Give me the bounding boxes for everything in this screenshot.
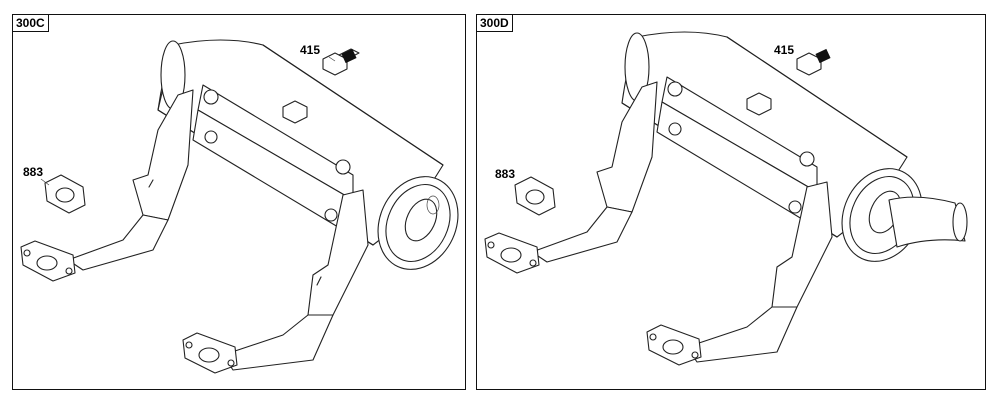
left-exhaust-flange <box>20 240 76 282</box>
callout-gasket: 883 <box>23 165 44 179</box>
mounting-bracket <box>192 84 354 231</box>
right-exhaust-flange <box>646 324 702 366</box>
muffler-end-cap <box>377 176 459 270</box>
gasket-part <box>44 174 86 214</box>
callout-gasket: 883 <box>495 167 516 181</box>
tailpipe-extension <box>888 196 968 248</box>
left-support-leg <box>67 89 194 271</box>
muffler-assembly-drawing <box>20 39 459 374</box>
bolt-part <box>322 48 360 76</box>
mounting-bracket <box>656 76 818 223</box>
panel-300c: 300C <box>12 14 466 390</box>
callout-bolt: 415 <box>300 43 321 57</box>
panel-label: 300D <box>477 15 513 32</box>
bolt-part <box>796 48 831 76</box>
right-support-leg <box>222 189 369 371</box>
left-support-leg <box>531 81 658 263</box>
right-exhaust-flange <box>182 332 238 374</box>
callout-bolt: 415 <box>774 43 795 57</box>
panel-300d: 300D <box>476 14 986 390</box>
muffler-assembly-drawing <box>484 31 968 366</box>
right-support-leg <box>686 181 833 363</box>
panel-label: 300C <box>13 15 49 32</box>
gasket-part <box>514 176 556 216</box>
left-exhaust-flange <box>484 232 540 274</box>
